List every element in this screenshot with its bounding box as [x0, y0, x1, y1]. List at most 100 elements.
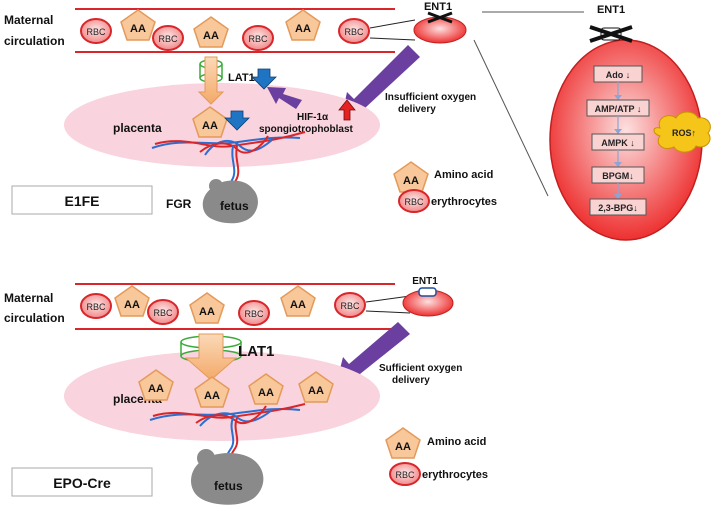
lat1-arrow-bottom [184, 333, 238, 381]
svg-text:AMP/ATP ↓: AMP/ATP ↓ [595, 104, 642, 114]
ent1-channel [418, 287, 437, 297]
rbc-cell: RBC [152, 25, 184, 51]
amino-acid: AA [193, 16, 229, 48]
legend-bottom: AA Amino acid RBC erythrocytes [385, 427, 488, 486]
svg-text:AA: AA [204, 390, 220, 402]
ent1-knockout-cross-icon [427, 11, 453, 24]
fetus-label-top: fetus [220, 199, 249, 213]
svg-text:RBC: RBC [86, 302, 106, 312]
pathway-step: 2,3-BPG↓ [589, 198, 647, 216]
genotype-box-top [11, 185, 153, 215]
svg-text:Ado ↓: Ado ↓ [606, 70, 631, 80]
fetus-top [202, 179, 258, 224]
amino-acid: AA [114, 285, 150, 317]
svg-text:RBC: RBC [244, 309, 264, 319]
red-up-arrow-icon [338, 99, 356, 121]
amino-acid: AA [120, 9, 156, 41]
ent1-label-top: ENT1 [424, 1, 452, 13]
pathway-arrowhead [614, 162, 622, 167]
legend-rbc-text: erythrocytes [431, 196, 497, 208]
rbc-cell: RBC [338, 18, 370, 44]
maternal-label-line2: circulation [4, 311, 65, 325]
maternal-label-line1: Maternal [4, 291, 53, 305]
rbc-cell: RBC [80, 293, 112, 319]
connector-line [365, 310, 411, 314]
oxygen-text-line2: delivery [392, 375, 430, 386]
svg-text:AA: AA [258, 387, 274, 399]
ros-label: ROS↑ [672, 128, 696, 138]
legend-top: AA Amino acid RBC erythrocytes [393, 161, 497, 213]
svg-text:AA: AA [395, 441, 411, 453]
svg-text:RBC: RBC [404, 197, 424, 207]
connector-line [369, 37, 416, 41]
svg-text:AA: AA [308, 385, 324, 397]
svg-text:AA: AA [403, 175, 419, 187]
ent1-label-bottom: ENT1 [412, 276, 438, 287]
pathway-step: Ado ↓ [593, 65, 643, 83]
bottom-panel: Maternal circulation RBC AA RBC AA RBC A… [4, 276, 488, 505]
amino-acid: AA [138, 369, 174, 401]
svg-text:AA: AA [290, 299, 306, 311]
svg-text:RBC: RBC [158, 34, 178, 44]
purple-arrow-insufficient [341, 45, 420, 120]
connector-line [369, 19, 416, 29]
fetus-label-bottom: fetus [214, 479, 243, 493]
svg-text:AMPK ↓: AMPK ↓ [601, 138, 635, 148]
connector-line [365, 295, 411, 303]
pathway-arrowhead [614, 194, 622, 199]
amino-acid: AA [189, 292, 225, 324]
svg-text:AA: AA [124, 299, 140, 311]
fgr-label: FGR [166, 197, 192, 211]
oxygen-text-line2: delivery [398, 104, 436, 115]
ros-cloud-icon: ROS↑ [653, 111, 711, 153]
rbc-cell: RBC [147, 299, 179, 325]
lat1-label-top: LAT1 [228, 72, 255, 84]
zoom-line [473, 39, 549, 197]
svg-text:RBC: RBC [86, 27, 106, 37]
svg-text:BPGM↓: BPGM↓ [602, 171, 634, 181]
rbc-cell: RBC [80, 18, 112, 44]
svg-text:AA: AA [203, 30, 219, 42]
maternal-label-line2: circulation [4, 34, 65, 48]
svg-text:AA: AA [148, 383, 164, 395]
blue-down-arrow-icon [251, 68, 277, 90]
top-panel: Maternal circulation RBC AA RBC AA RBC A… [4, 1, 584, 224]
amino-acid: AA [298, 371, 334, 403]
genotype-label-bottom: EPO-Cre [53, 475, 111, 491]
rbc-cell: RBC [334, 292, 366, 318]
amino-acid: AA [192, 106, 228, 138]
svg-text:AA: AA [202, 120, 218, 132]
amino-acid: AA [280, 285, 316, 317]
amino-acid: AA [285, 9, 321, 41]
svg-text:2,3-BPG↓: 2,3-BPG↓ [598, 203, 638, 213]
ent1-cell-small [413, 16, 467, 44]
ent1-knockout-cross-icon [589, 25, 633, 43]
rbc-cell: RBC [242, 25, 274, 51]
purple-arrow-lat1 [267, 87, 302, 109]
pathway-arrowhead [614, 95, 622, 100]
purple-arrow-sufficient [336, 322, 410, 385]
spongio-label: spongiotrophoblast [259, 124, 354, 135]
pathway-step: BPGM↓ [591, 166, 645, 184]
pathway-arrowhead [614, 129, 622, 134]
amino-acid: AA [248, 373, 284, 405]
legend-aa-text: Amino acid [427, 436, 486, 448]
svg-text:RBC: RBC [153, 308, 173, 318]
blue-down-arrow-icon [224, 110, 250, 131]
oxygen-text-line1: Sufficient oxygen [379, 363, 462, 374]
svg-text:RBC: RBC [340, 301, 360, 311]
ent1-label-cell: ENT1 [597, 4, 625, 16]
svg-text:RBC: RBC [248, 34, 268, 44]
genotype-box-bottom [11, 467, 153, 497]
lat1-label-bottom: LAT1 [238, 343, 274, 360]
maternal-label-line1: Maternal [4, 13, 53, 27]
legend-aa-text: Amino acid [434, 169, 493, 181]
genotype-label-top: E1FE [64, 193, 99, 209]
legend-rbc-text: erythrocytes [422, 469, 488, 481]
hif-label: HIF-1α [297, 112, 329, 123]
lat1-arrow-top [197, 56, 225, 105]
placenta-label-top: placenta [113, 121, 162, 135]
ent1-cell-detail: ENT1 Ado ↓ AMP/ATP ↓ AMPK ↓ BPGM↓ [549, 4, 711, 241]
svg-text:AA: AA [130, 23, 146, 35]
